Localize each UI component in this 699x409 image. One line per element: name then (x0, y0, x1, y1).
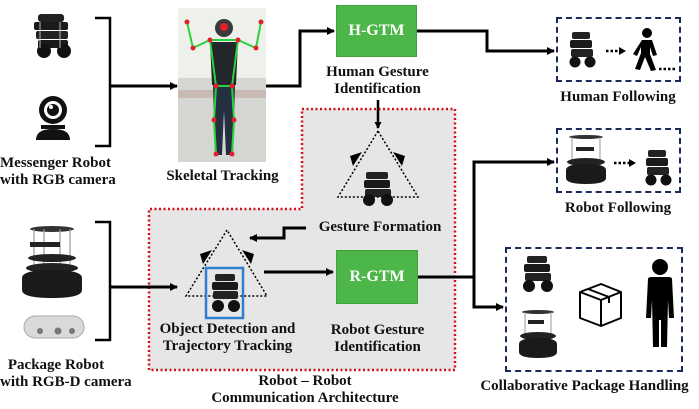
formation-to-detection-arrow (249, 226, 306, 242)
human-following-box (556, 17, 681, 82)
depth-camera-icon (23, 315, 85, 339)
r-gtm-box: R-GTM (336, 250, 418, 304)
formation-arrowhead-right (393, 152, 405, 166)
detection-triangle (184, 228, 269, 297)
rgtm-to-robot-following-arrow (418, 158, 555, 279)
package-bracket (95, 220, 112, 342)
messenger-bracket (95, 16, 112, 148)
architecture-boundary (147, 107, 457, 372)
r-gtm-title: R-GTM (349, 268, 405, 285)
formation-robot-icon (363, 172, 393, 206)
package-robot-label: Package Robot with RGB-D camera (0, 357, 132, 390)
detection-bounding-box (204, 266, 245, 320)
collab-package-robot-icon (519, 310, 557, 358)
messenger-robot-label: Messenger Robot with RGB camera (0, 155, 116, 188)
webcam-icon (36, 96, 70, 140)
h-gtm-label: Human Gesture Identification (326, 64, 429, 97)
package-box-icon (579, 283, 622, 327)
standing-person-icon (646, 259, 674, 347)
rgtm-to-package-handling-arrow (472, 277, 504, 311)
detection-arrowhead-right (242, 250, 254, 264)
robot-following-label: Robot Following (564, 200, 672, 216)
messenger-robot-icon (34, 14, 71, 58)
human-following-label: Human Following (560, 89, 676, 105)
skeletal-to-hgtm-arrow (266, 27, 335, 88)
h-gtm-box: H-GTM (336, 5, 417, 57)
walking-person-icon (633, 28, 676, 71)
skeletal-tracking-image (178, 8, 266, 162)
follow-arrow-dotted (606, 47, 626, 55)
h-gtm-title: H-GTM (348, 22, 405, 39)
object-detection-label: Object Detection and Trajectory Tracking (159, 321, 296, 354)
hgtm-to-human-following-arrow (417, 29, 555, 55)
formation-arrowhead-left (350, 152, 362, 166)
detection-robot-icon (212, 274, 240, 312)
robot-following-leader-icon (566, 135, 606, 184)
robot-following-follower-icon (645, 150, 672, 186)
collab-messenger-robot-icon (523, 256, 553, 292)
gesture-formation-label: Gesture Formation (318, 219, 442, 235)
skeletal-tracking-label: Skeletal Tracking (166, 168, 279, 184)
architecture-label: Robot – Robot Communication Architecture (211, 373, 399, 406)
robot-following-box (556, 128, 681, 193)
robot-follow-arrow-dotted (614, 159, 636, 167)
detection-arrowhead-left (200, 250, 212, 264)
package-handling-box (505, 247, 683, 372)
package-handling-label: Collaborative Package Handling (480, 378, 689, 394)
package-robot-icon (22, 226, 82, 298)
r-gtm-label: Robot Gesture Identification (330, 322, 425, 355)
human-following-robot-icon (569, 32, 596, 68)
